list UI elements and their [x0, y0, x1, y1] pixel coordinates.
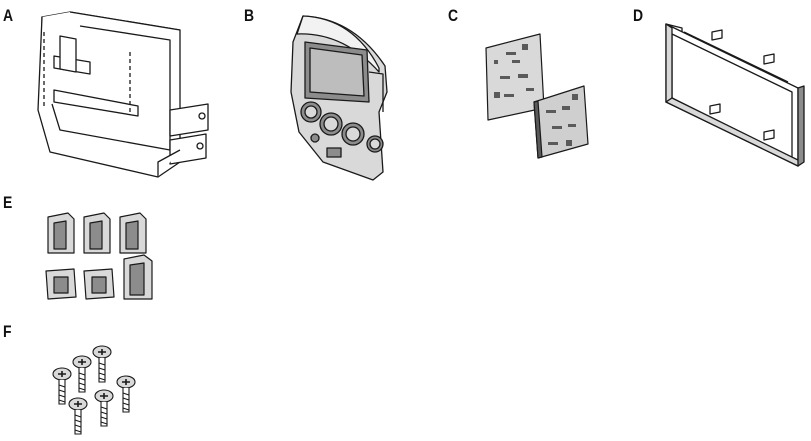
part-label-e: E — [3, 194, 12, 211]
radio-trim-panel-icon — [283, 12, 395, 184]
side-brackets-icon — [482, 30, 592, 162]
part-label-b: B — [244, 7, 254, 24]
part-label-d: D — [633, 7, 643, 24]
part-label-c: C — [448, 7, 458, 24]
clips-icon — [44, 211, 160, 303]
part-label-f: F — [3, 323, 12, 340]
part-label-a: A — [3, 7, 13, 24]
double-din-pocket-frame-icon — [662, 20, 808, 170]
wiring-harness-bracket-icon — [30, 12, 215, 182]
screws-icon — [46, 340, 146, 440]
